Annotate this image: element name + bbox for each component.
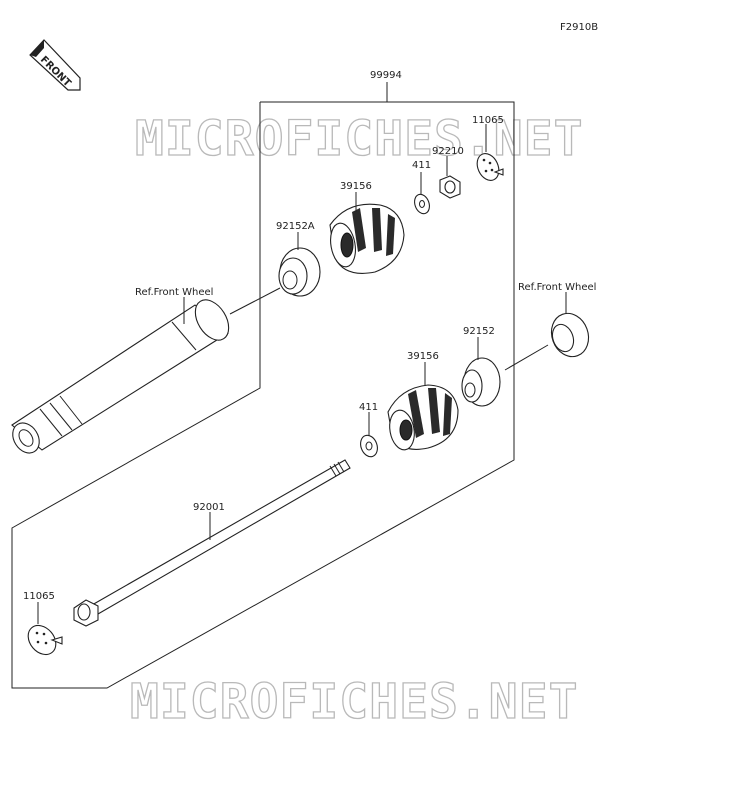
label-411-bottom: 411	[359, 402, 378, 413]
label-ref-front-wheel-left: Ref.Front Wheel	[135, 287, 213, 298]
label-39156-bottom: 39156	[407, 351, 439, 362]
label-99994: 99994	[370, 70, 402, 81]
clip-top	[476, 153, 504, 181]
label-11065-bottom: 11065	[23, 591, 55, 602]
front-arrow-icon: FRONT	[29, 39, 81, 91]
label-92152: 92152	[463, 326, 495, 337]
spacer-92152a	[278, 247, 321, 297]
bolt-92001	[73, 459, 351, 627]
assembly-outline	[11, 101, 515, 689]
washer-bottom	[360, 434, 378, 458]
spacer-92152	[461, 357, 501, 407]
washer-top	[414, 193, 430, 215]
nut-92210	[439, 175, 461, 199]
clip-bottom	[27, 624, 63, 656]
wheel-collar-right	[550, 312, 590, 358]
slider-bottom	[387, 384, 459, 451]
label-92001: 92001	[193, 502, 225, 513]
label-92210: 92210	[432, 146, 464, 157]
label-ref-front-wheel-right: Ref.Front Wheel	[518, 282, 596, 293]
label-39156-top: 39156	[340, 181, 372, 192]
watermark-bottom: MICROFICHES.NET	[130, 674, 578, 730]
watermark-top: MICROFICHES.NET	[135, 111, 583, 167]
label-11065-top: 11065	[472, 115, 504, 126]
label-92152a: 92152A	[276, 221, 315, 232]
front-axle	[11, 299, 230, 454]
figure-id: F2910B	[560, 22, 598, 33]
slider-top	[329, 203, 405, 274]
label-411-top: 411	[412, 160, 431, 171]
